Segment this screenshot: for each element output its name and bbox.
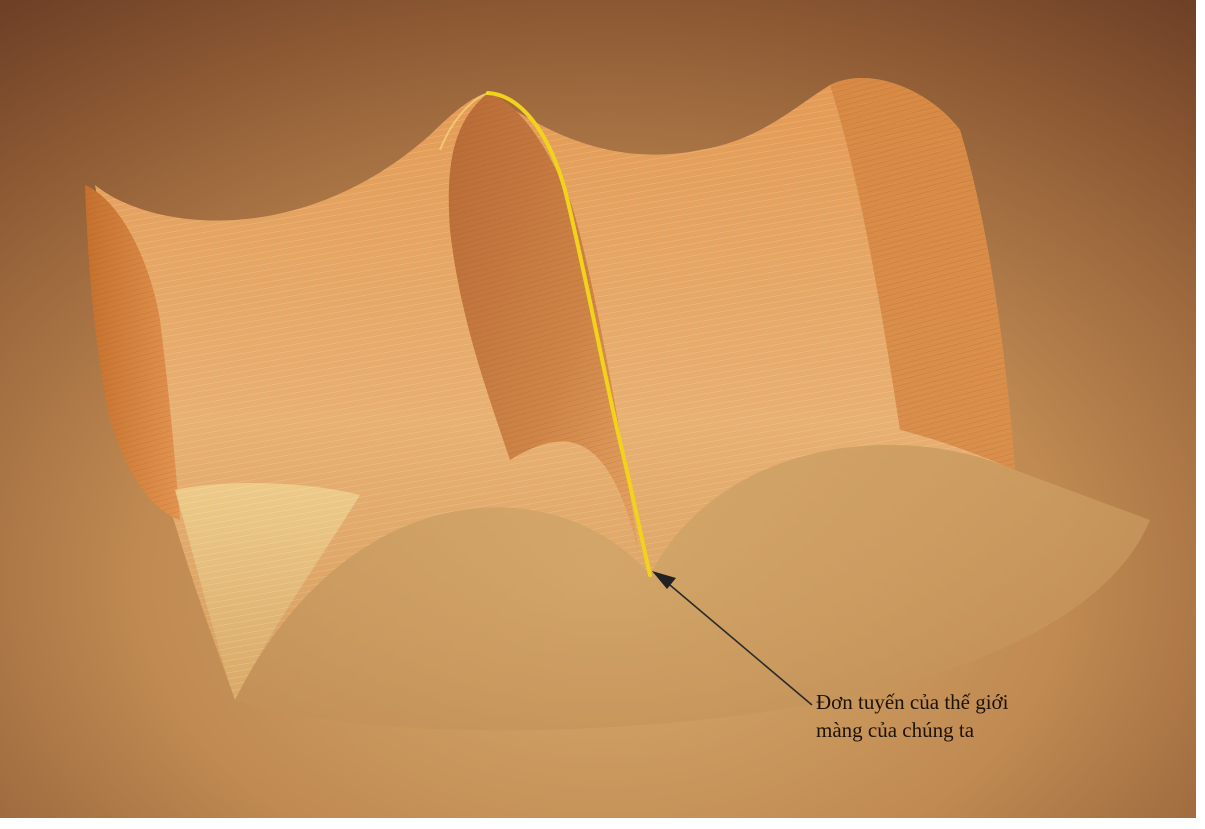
annotation-line-1: Đơn tuyến của thế giới [816, 688, 1009, 716]
page-margin [1196, 0, 1205, 829]
annotation-label: Đơn tuyến của thế giới màng của chúng ta [816, 688, 1009, 744]
page-margin-bottom [0, 818, 1205, 829]
annotation-line-2: màng của chúng ta [816, 716, 1009, 744]
